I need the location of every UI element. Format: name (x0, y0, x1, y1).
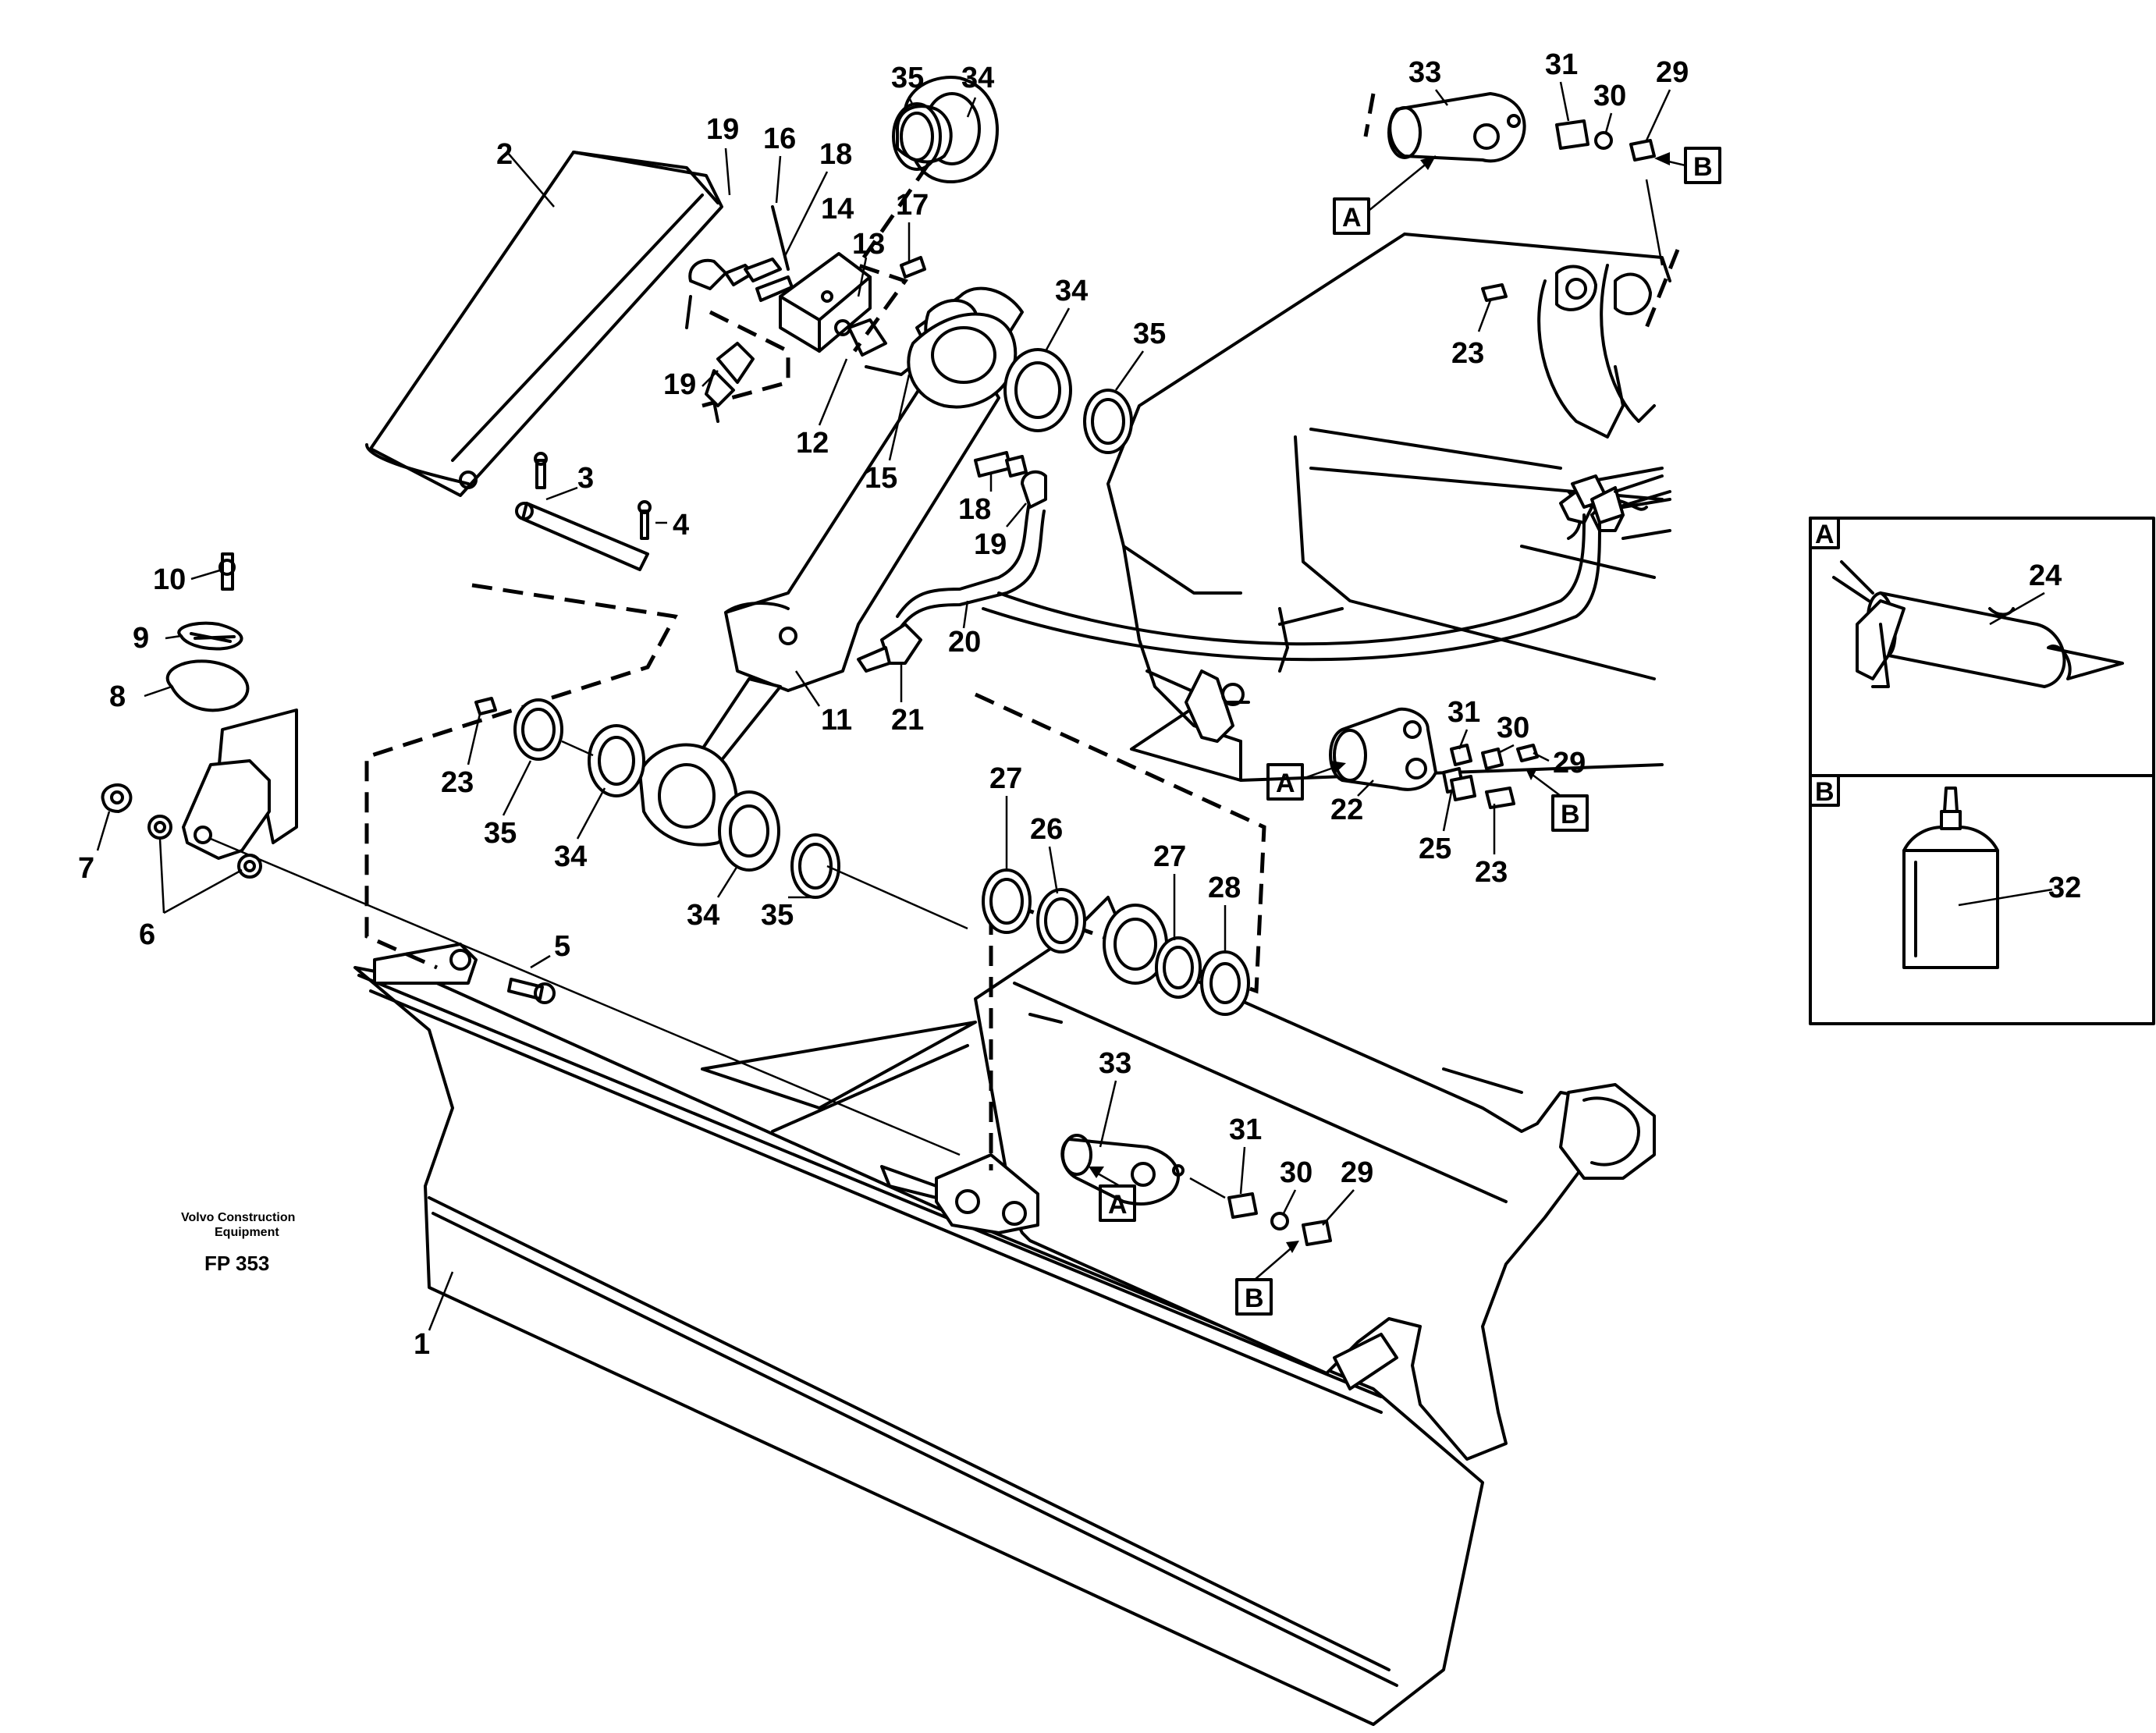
svg-text:A: A (1342, 203, 1362, 233)
ref-box-a-bottom: A (1099, 1184, 1136, 1222)
callout-27-right: 27 (1153, 840, 1186, 873)
callout-14: 14 (821, 193, 854, 226)
callout-5: 5 (554, 930, 570, 963)
callout-23-right: 23 (1475, 856, 1508, 889)
callout-6: 6 (139, 918, 155, 951)
callout-11: 11 (821, 704, 852, 737)
grease-gun-icon (1832, 560, 2124, 688)
callout-21: 21 (891, 704, 924, 737)
bracket-assembly (101, 552, 961, 1156)
callout-26: 26 (1030, 813, 1063, 846)
callout-18-lower: 18 (958, 493, 991, 526)
callout-15: 15 (865, 462, 897, 495)
callout-29-top: 29 (1656, 56, 1689, 89)
callout-35-top: 35 (891, 62, 924, 94)
ref-box-a-mid: A (1266, 763, 1304, 801)
callout-34-lower: 34 (687, 899, 719, 932)
part-22-pin-assembly (1329, 707, 1539, 809)
legend-company-line1: Volvo Construction (181, 1211, 295, 1224)
part-2-top-plate (365, 151, 723, 497)
grease-nipple-23 (474, 283, 1508, 716)
callout-10: 10 (153, 563, 186, 596)
callout-16: 16 (763, 123, 796, 155)
callout-23-top: 23 (1451, 337, 1484, 370)
callout-19-mid: 19 (663, 368, 696, 401)
callout-31-top: 31 (1545, 48, 1578, 81)
callout-34-mid: 34 (1055, 275, 1088, 307)
bushings-26-27-28 (982, 868, 1250, 1016)
part-3-pin (515, 486, 649, 571)
callout-17: 17 (896, 189, 929, 222)
detail-box-a: A 24 (1809, 517, 2155, 777)
callout-25: 25 (1419, 833, 1451, 865)
callout-1: 1 (414, 1328, 430, 1361)
callout-20: 20 (948, 626, 981, 659)
callout-30-right: 30 (1497, 712, 1529, 744)
part-4-pin-small (638, 500, 667, 540)
callout-7: 7 (78, 852, 94, 885)
callout-31-right: 31 (1447, 696, 1480, 729)
svg-text:B: B (1693, 152, 1713, 182)
detail-box-b-letter: B (1815, 777, 1835, 807)
callout-35-left: 35 (484, 817, 517, 850)
callout-19-lower: 19 (974, 528, 1007, 561)
callout-12: 12 (796, 427, 829, 460)
callout-8: 8 (109, 680, 126, 713)
seal-35-top (892, 102, 942, 171)
svg-text:B: B (1245, 1284, 1264, 1313)
callout-32: 32 (2048, 872, 2081, 904)
callout-30-bottom: 30 (1280, 1156, 1312, 1189)
svg-text:A: A (1108, 1190, 1128, 1220)
callout-24: 24 (2029, 559, 2062, 592)
part-14-valve-block (779, 252, 887, 357)
callout-3: 3 (577, 462, 594, 495)
ref-box-b-top: B (1684, 147, 1721, 184)
callout-34-top: 34 (961, 62, 994, 94)
callout-29-right: 29 (1553, 747, 1586, 779)
callout-19-top: 19 (706, 113, 739, 146)
legend-company-line2: Equipment (215, 1226, 279, 1239)
callout-31-bottom: 31 (1229, 1113, 1262, 1146)
callout-2: 2 (496, 138, 513, 171)
callout-18: 18 (819, 138, 852, 171)
legend-figure-code: FP 353 (204, 1252, 269, 1275)
oil-bottle-icon (1902, 787, 1999, 969)
callout-4: 4 (673, 509, 689, 542)
callout-22: 22 (1330, 794, 1363, 826)
bottom-pin-assembly-33 (1060, 1134, 1332, 1246)
callout-30-top: 30 (1593, 80, 1626, 112)
svg-text:A: A (1276, 769, 1295, 798)
callout-35-mid: 35 (1133, 318, 1166, 350)
top-pin-assembly-33 (1387, 92, 1656, 163)
callout-33-bottom: 33 (1099, 1047, 1131, 1080)
detail-box-b: B 32 (1809, 774, 2155, 1025)
callout-23-left: 23 (441, 766, 474, 799)
bearing-34-upper-right (1003, 348, 1133, 454)
callout-9: 9 (133, 622, 149, 655)
callout-13: 13 (852, 228, 885, 261)
callout-27-left: 27 (989, 762, 1022, 795)
callout-34-left: 34 (554, 840, 587, 873)
svg-text:B: B (1561, 800, 1580, 829)
part-5-bolt (507, 954, 556, 1004)
bearing-set-lower (513, 698, 840, 899)
detail-box-a-letter: A (1815, 520, 1835, 549)
ref-box-b-bottom: B (1235, 1278, 1273, 1316)
callout-35-lower: 35 (761, 899, 794, 932)
ref-box-b-mid: B (1551, 794, 1589, 832)
part-20-hose (857, 451, 1671, 673)
legend: Volvo Construction Equipment FP 353 (181, 1211, 295, 1275)
callout-33-top: 33 (1408, 56, 1441, 89)
dozer-blade (353, 896, 1656, 1726)
callout-29-bottom: 29 (1341, 1156, 1373, 1189)
callout-labels: 1 2 3 4 5 6 7 8 9 10 11 12 13 14 15 16 1… (78, 48, 1689, 1361)
ref-box-a-top: A (1333, 197, 1370, 235)
callout-28: 28 (1208, 872, 1241, 904)
